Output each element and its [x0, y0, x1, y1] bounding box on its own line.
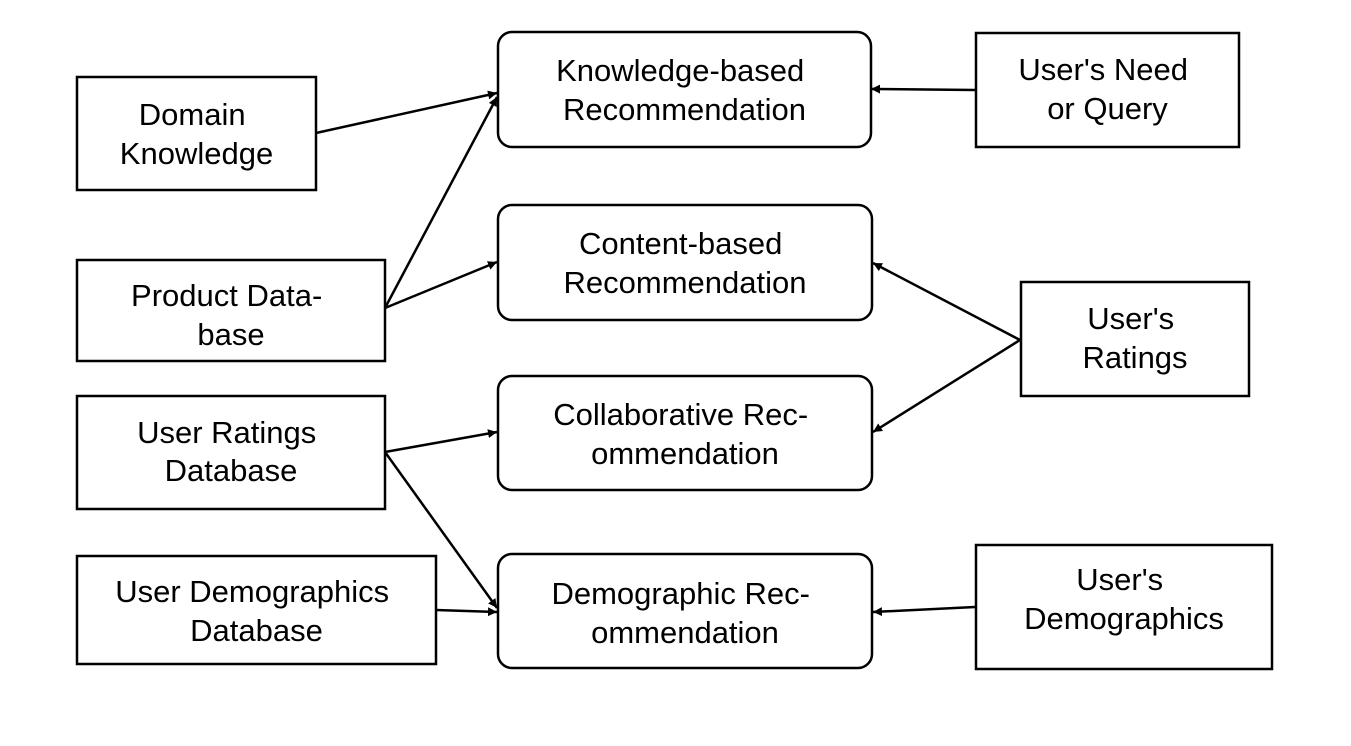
node-users-ratings-line-1: User's — [1087, 301, 1174, 336]
node-demographic-recommendation: Demographic Rec- ommendation — [496, 552, 874, 670]
edge-user-ratings-database-to-collaborative — [384, 429, 498, 454]
edge-users-ratings-to-content-based — [872, 261, 1021, 342]
edge-users-demographics-to-demographic — [872, 605, 976, 617]
node-users-demographics-line-1: User's — [1076, 562, 1163, 597]
node-users-need-line-2: or Query — [1047, 91, 1168, 126]
node-domain-knowledge-line-1: Domain — [139, 97, 246, 132]
node-user-ratings-database-line-2: Database — [165, 453, 298, 488]
node-user-demographics-database-line-1: User Demographics — [115, 574, 389, 609]
edge-user-ratings-database-to-demographic — [383, 451, 499, 609]
edge-users-need-to-knowledge-based — [870, 84, 976, 94]
node-collaborative-line-1: Collaborative Rec- — [553, 397, 808, 432]
node-demographic-line-2: ommendation — [591, 615, 779, 650]
edge-product-database-to-content-based — [384, 260, 498, 310]
edge-domain-knowledge-to-knowledge-based — [315, 90, 498, 135]
node-content-based-line-1: Content-based — [579, 226, 782, 261]
node-users-need-or-query: User's Need or Query — [974, 31, 1241, 149]
svg-text:User Demographics Databa: User Demographics Database — [115, 574, 398, 648]
edges-group — [315, 84, 1021, 617]
node-knowledge-based-line-2: Recommendation — [563, 92, 806, 127]
node-product-database-line-1: Product Data- — [131, 278, 322, 313]
node-users-ratings-line-2: Ratings — [1082, 340, 1187, 375]
node-users-need-line-1: User's Need — [1018, 52, 1188, 87]
node-knowledge-based-recommendation: Knowledge-based Recommendation — [496, 30, 873, 149]
node-product-database: Product Data- base — [75, 258, 387, 363]
node-users-demographics-line-2: Demographics — [1024, 601, 1224, 636]
svg-text:Domain Knowledge: Domain Knowledge — [120, 97, 273, 171]
node-collaborative-recommendation: Collaborative Rec- ommendation — [496, 374, 874, 492]
node-content-based-line-2: Recommendation — [564, 265, 807, 300]
node-user-demographics-database-line-2: Database — [190, 613, 323, 648]
node-user-demographics-database: User Demographics Database — [75, 554, 438, 666]
node-users-ratings: User's Ratings — [1019, 280, 1251, 398]
svg-text:User's Ratings: User's Ratings — [1082, 301, 1187, 375]
node-collaborative-line-2: ommendation — [591, 436, 779, 471]
svg-text:User's Demographics: User's Demographics — [1024, 562, 1224, 636]
svg-text:Content-based Recommenda: Content-based Recommendation — [564, 226, 807, 300]
node-users-demographics: User's Demographics — [974, 543, 1274, 671]
edge-user-demographics-database-to-demographic — [435, 607, 498, 617]
node-knowledge-based-line-1: Knowledge-based — [556, 53, 804, 88]
node-domain-knowledge: Domain Knowledge — [75, 75, 318, 192]
node-product-database-line-2: base — [197, 317, 264, 352]
node-domain-knowledge-line-2: Knowledge — [120, 136, 273, 171]
node-user-ratings-database-line-1: User Ratings — [137, 415, 316, 450]
svg-text:User Ratings Database: User Ratings Database — [137, 415, 325, 488]
svg-text:Product Data- base: Product Data- base — [131, 278, 331, 352]
svg-text:Knowledge-based Recommen: Knowledge-based Recommendation — [556, 53, 813, 127]
node-user-ratings-database: User Ratings Database — [75, 394, 387, 511]
edge-users-ratings-to-collaborative — [872, 338, 1021, 434]
node-content-based-recommendation: Content-based Recommendation — [496, 203, 874, 322]
svg-text:Collaborative Rec- ommen: Collaborative Rec- ommendation — [553, 397, 817, 471]
edge-product-database-to-knowledge-based — [383, 96, 499, 309]
svg-text:Demographic Rec- ommenda: Demographic Rec- ommendation — [551, 576, 818, 650]
svg-text:User's Need or Query: User's Need or Query — [1018, 52, 1196, 126]
node-demographic-line-1: Demographic Rec- — [551, 576, 809, 611]
